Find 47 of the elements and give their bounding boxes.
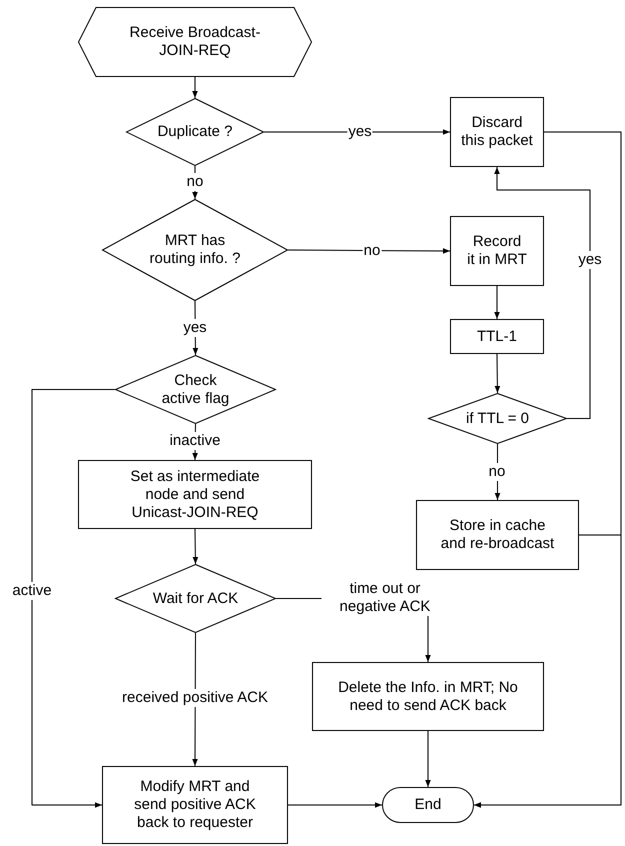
decision-text: Wait for ACK (152, 590, 238, 608)
process-text: Delete the Info. in MRT; No need to send ACK back (337, 678, 519, 714)
decision-diamond (115, 355, 276, 424)
arrow (192, 76, 198, 98)
start-hexagon (78, 7, 312, 77)
process-box (78, 460, 312, 529)
edge-label: no (186, 173, 204, 191)
arrow (494, 286, 500, 320)
end-text: End (414, 796, 442, 814)
arrow (494, 354, 500, 394)
edge-label: yes (182, 319, 208, 337)
edge-label: no (488, 463, 506, 481)
edge-label: yes (577, 251, 603, 269)
decision-text: Check active flag (160, 372, 230, 408)
arrow (32, 389, 116, 808)
start-label: Receive Broadcast-JOIN-REQ (128, 24, 262, 60)
process-box (102, 766, 288, 844)
process-text: TTL-1 (476, 328, 517, 346)
decision-text: if TTL = 0 (466, 410, 529, 428)
arrow (288, 248, 450, 254)
process-box (450, 216, 544, 286)
decision-diamond (102, 199, 288, 301)
arrow (425, 730, 431, 788)
process-box (450, 319, 544, 354)
arrow (192, 166, 198, 200)
arrow (192, 528, 198, 564)
process-text: Set as intermediate node and send Unicast-JOIN-REQ (129, 468, 261, 522)
arrow (474, 534, 622, 808)
edge-label: inactive (168, 432, 222, 450)
process-box (416, 500, 579, 570)
arrow (494, 166, 590, 419)
process-text: Store in cache and re-broadcast (440, 517, 556, 553)
process-box (450, 97, 544, 167)
decision-diamond (126, 98, 264, 166)
decision-text: Duplicate ? (157, 123, 233, 141)
process-text: Discard this packet (460, 114, 534, 150)
decision-text: MRT has routing info. ? (148, 232, 242, 268)
process-text: Record it in MRT (466, 233, 528, 269)
process-text: Modify MRT and send positive ACK back to requester (133, 778, 257, 832)
end-terminal (382, 787, 474, 823)
arrow (494, 444, 500, 500)
decision-diamond (115, 564, 276, 633)
decision-diamond (428, 393, 567, 444)
edge-label: received positive ACK (121, 689, 269, 707)
edge-label: active (11, 582, 53, 600)
arrow (288, 802, 382, 808)
process-box (312, 662, 544, 731)
